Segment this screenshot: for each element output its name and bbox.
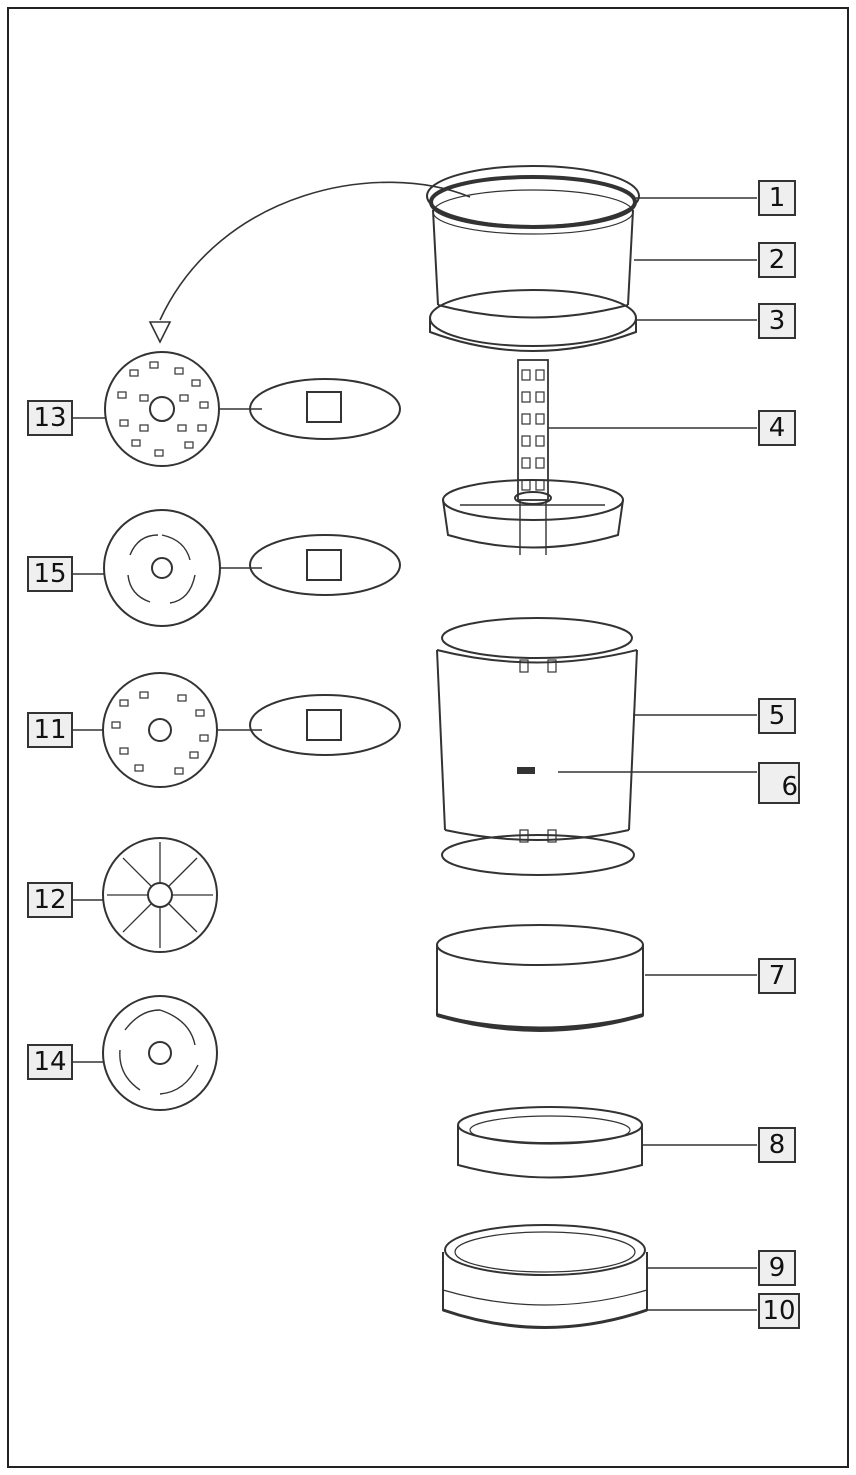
label-part-4: 4 (758, 410, 796, 446)
grating-disc-11 (102, 672, 401, 788)
star-disc-12 (102, 837, 218, 953)
curved-arrow (159, 181, 471, 321)
jar-body (436, 617, 638, 876)
motor-base (442, 1224, 648, 1329)
label-part-3: 3 (758, 303, 796, 339)
label-part-15: 15 (27, 556, 73, 592)
label-part-5: 5 (758, 698, 796, 734)
label-part-11: 11 (27, 712, 73, 748)
diagram-frame (7, 7, 849, 1468)
ring-base (436, 924, 644, 1032)
label-part-10: 10 (758, 1293, 800, 1329)
label-part-7: 7 (758, 958, 796, 994)
label-part-12: 12 (27, 882, 73, 918)
label-part-6: 6 (758, 762, 800, 804)
collar (457, 1106, 643, 1179)
label-part-8: 8 (758, 1127, 796, 1163)
label-part-2: 2 (758, 242, 796, 278)
shaft-blade (442, 359, 624, 555)
label-part-1: 1 (758, 180, 796, 216)
lid-cup (426, 165, 640, 352)
label-part-14: 14 (27, 1044, 73, 1080)
label-part-13: 13 (27, 400, 73, 436)
label-part-9: 9 (758, 1250, 796, 1286)
grating-disc-13 (104, 351, 401, 467)
swirl-disc-14 (102, 995, 218, 1111)
leader-lines (73, 197, 757, 1311)
arrow-head-icon (148, 321, 172, 344)
slicing-disc-15 (103, 509, 401, 627)
